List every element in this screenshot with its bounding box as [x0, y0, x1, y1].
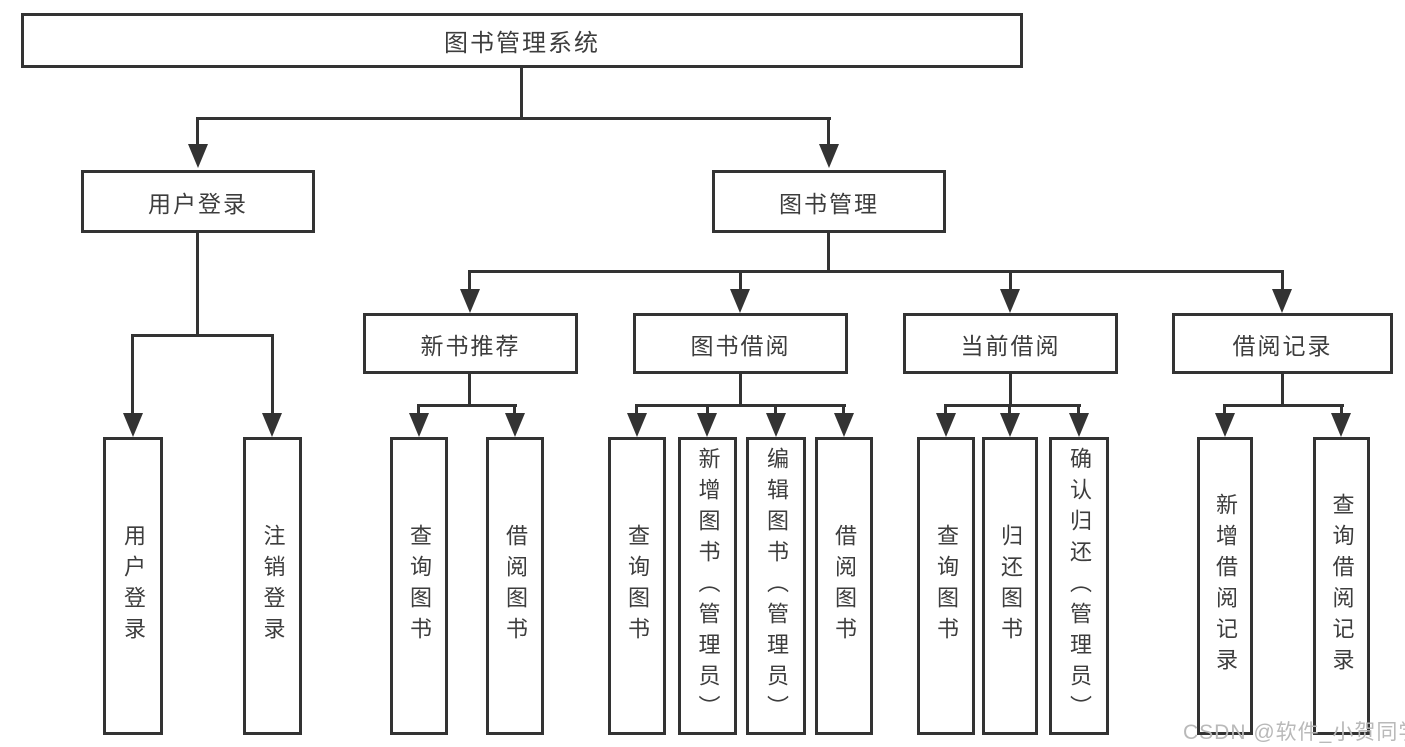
connector-line	[635, 404, 638, 416]
arrow-down-icon	[123, 413, 143, 437]
arrow-down-icon	[819, 144, 839, 168]
leaf-query-books-borrow-label: 查询图书	[625, 524, 650, 648]
leaf-logout: 注销登录	[243, 437, 302, 735]
node-current-borrow-label: 当前借阅	[960, 332, 1061, 359]
leaf-user-login: 用户登录	[103, 437, 163, 735]
arrow-down-icon	[1000, 413, 1020, 437]
connector-line	[635, 404, 846, 407]
connector-line	[944, 404, 1081, 407]
leaf-query-books-borrow: 查询图书	[608, 437, 666, 735]
arrow-down-icon	[1215, 413, 1235, 437]
connector-line	[1077, 404, 1080, 416]
node-book-management-label: 图书管理	[779, 190, 879, 217]
leaf-return-book: 归还图书	[982, 437, 1038, 735]
leaf-confirm-return-admin-label: 确认归还（管理员）	[1067, 446, 1092, 726]
leaf-borrow-books: 借阅图书	[815, 437, 873, 735]
node-new-book-recommend-label: 新书推荐	[420, 332, 521, 359]
leaf-borrow-books-label: 借阅图书	[832, 524, 857, 648]
leaf-query-books-recommend: 查询图书	[390, 437, 448, 735]
leaf-edit-book-admin-label: 编辑图书（管理员）	[764, 446, 789, 726]
arrow-down-icon	[262, 413, 282, 437]
connector-line	[827, 233, 830, 273]
connector-line	[468, 270, 1284, 273]
connector-line	[1340, 404, 1343, 416]
leaf-query-books-current: 查询图书	[917, 437, 975, 735]
arrow-down-icon	[188, 144, 208, 168]
arrow-down-icon	[936, 413, 956, 437]
connector-line	[774, 404, 777, 416]
node-book-management: 图书管理	[712, 170, 946, 233]
connector-line	[520, 68, 523, 119]
connector-line	[131, 334, 274, 337]
leaf-logout-label: 注销登录	[260, 524, 286, 648]
arrow-down-icon	[1000, 289, 1020, 313]
leaf-confirm-return-admin: 确认归还（管理员）	[1049, 437, 1109, 735]
leaf-query-books-current-label: 查询图书	[934, 524, 959, 648]
arrow-down-icon	[1331, 413, 1351, 437]
leaf-return-book-label: 归还图书	[998, 524, 1023, 648]
node-new-book-recommend: 新书推荐	[363, 313, 578, 374]
arrow-down-icon	[766, 413, 786, 437]
arrow-down-icon	[409, 413, 429, 437]
node-borrow-records-label: 借阅记录	[1232, 332, 1333, 359]
connector-line	[417, 404, 517, 407]
connector-line	[1223, 404, 1226, 416]
connector-line	[944, 404, 947, 416]
connector-line	[468, 374, 471, 407]
node-root: 图书管理系统	[21, 13, 1023, 68]
node-root-label: 图书管理系统	[444, 30, 600, 57]
arrow-down-icon	[834, 413, 854, 437]
leaf-add-borrow-record: 新增借阅记录	[1197, 437, 1253, 735]
leaf-borrow-books-recommend: 借阅图书	[486, 437, 544, 735]
connector-line	[196, 117, 831, 120]
leaf-query-borrow-record-label: 查询借阅记录	[1329, 493, 1355, 679]
arrow-down-icon	[505, 413, 525, 437]
leaf-user-login-label: 用户登录	[121, 524, 146, 648]
connector-line	[1008, 404, 1011, 416]
arrow-down-icon	[460, 289, 480, 313]
connector-line	[1223, 404, 1344, 407]
connector-line	[706, 404, 709, 416]
connector-line	[827, 117, 830, 147]
node-book-borrow: 图书借阅	[633, 313, 848, 374]
node-user-login-label: 用户登录	[148, 190, 248, 217]
connector-line	[131, 334, 134, 416]
leaf-add-book-admin-label: 新增图书（管理员）	[695, 446, 721, 726]
leaf-add-book-admin: 新增图书（管理员）	[678, 437, 737, 735]
leaf-add-borrow-record-label: 新增借阅记录	[1213, 493, 1238, 679]
connector-line	[842, 404, 845, 416]
connector-line	[1281, 374, 1284, 407]
connector-line	[271, 334, 274, 416]
node-user-login: 用户登录	[81, 170, 315, 233]
arrow-down-icon	[1069, 413, 1089, 437]
connector-line	[468, 270, 471, 292]
leaf-borrow-books-recommend-label: 借阅图书	[503, 524, 528, 648]
arrow-down-icon	[1272, 289, 1292, 313]
connector-line	[739, 374, 742, 407]
arrow-down-icon	[697, 413, 717, 437]
node-book-borrow-label: 图书借阅	[690, 332, 791, 359]
node-current-borrow: 当前借阅	[903, 313, 1118, 374]
leaf-edit-book-admin: 编辑图书（管理员）	[746, 437, 806, 735]
connector-line	[196, 233, 199, 337]
connector-line	[739, 270, 742, 292]
connector-line	[196, 117, 199, 147]
connector-line	[1281, 270, 1284, 292]
watermark: CSDN @软件_小贺同学	[1183, 721, 1405, 744]
leaf-query-borrow-record: 查询借阅记录	[1313, 437, 1370, 735]
connector-line	[513, 404, 516, 416]
arrow-down-icon	[627, 413, 647, 437]
arrow-down-icon	[730, 289, 750, 313]
connector-line	[1009, 374, 1012, 407]
leaf-query-books-recommend-label: 查询图书	[407, 524, 432, 648]
node-borrow-records: 借阅记录	[1172, 313, 1393, 374]
connector-line	[417, 404, 420, 416]
connector-line	[1009, 270, 1012, 292]
